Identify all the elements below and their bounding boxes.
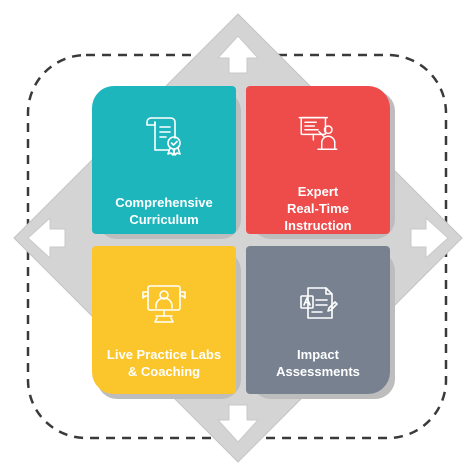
quadrant-impact-assessments: Impact Assessments bbox=[246, 246, 390, 394]
instructor-presentation-icon bbox=[298, 116, 338, 151]
certificate-icon bbox=[146, 117, 181, 156]
arrow-up-icon bbox=[216, 35, 260, 74]
gray-diamond bbox=[13, 13, 463, 463]
quadrant-label: Impact Assessments bbox=[276, 347, 360, 379]
quadrant-label: Expert Real-Time Instruction bbox=[284, 184, 352, 233]
quadrant-comprehensive-curriculum: Comprehensive Curriculum bbox=[92, 86, 236, 234]
arrow-left-icon bbox=[27, 216, 66, 260]
quadrant-label: Comprehensive Curriculum bbox=[115, 195, 213, 227]
arrow-right-icon bbox=[410, 216, 449, 260]
assessment-document-icon bbox=[300, 287, 338, 319]
arrow-down-icon bbox=[216, 404, 260, 443]
online-coach-icon bbox=[142, 285, 186, 323]
quadrant-expert-real-time-instruction: Expert Real-Time Instruction bbox=[246, 86, 390, 234]
quadrant-live-practice-labs-coaching: Live Practice Labs & Coaching bbox=[92, 246, 236, 394]
quadrant-label: Live Practice Labs & Coaching bbox=[106, 347, 222, 379]
